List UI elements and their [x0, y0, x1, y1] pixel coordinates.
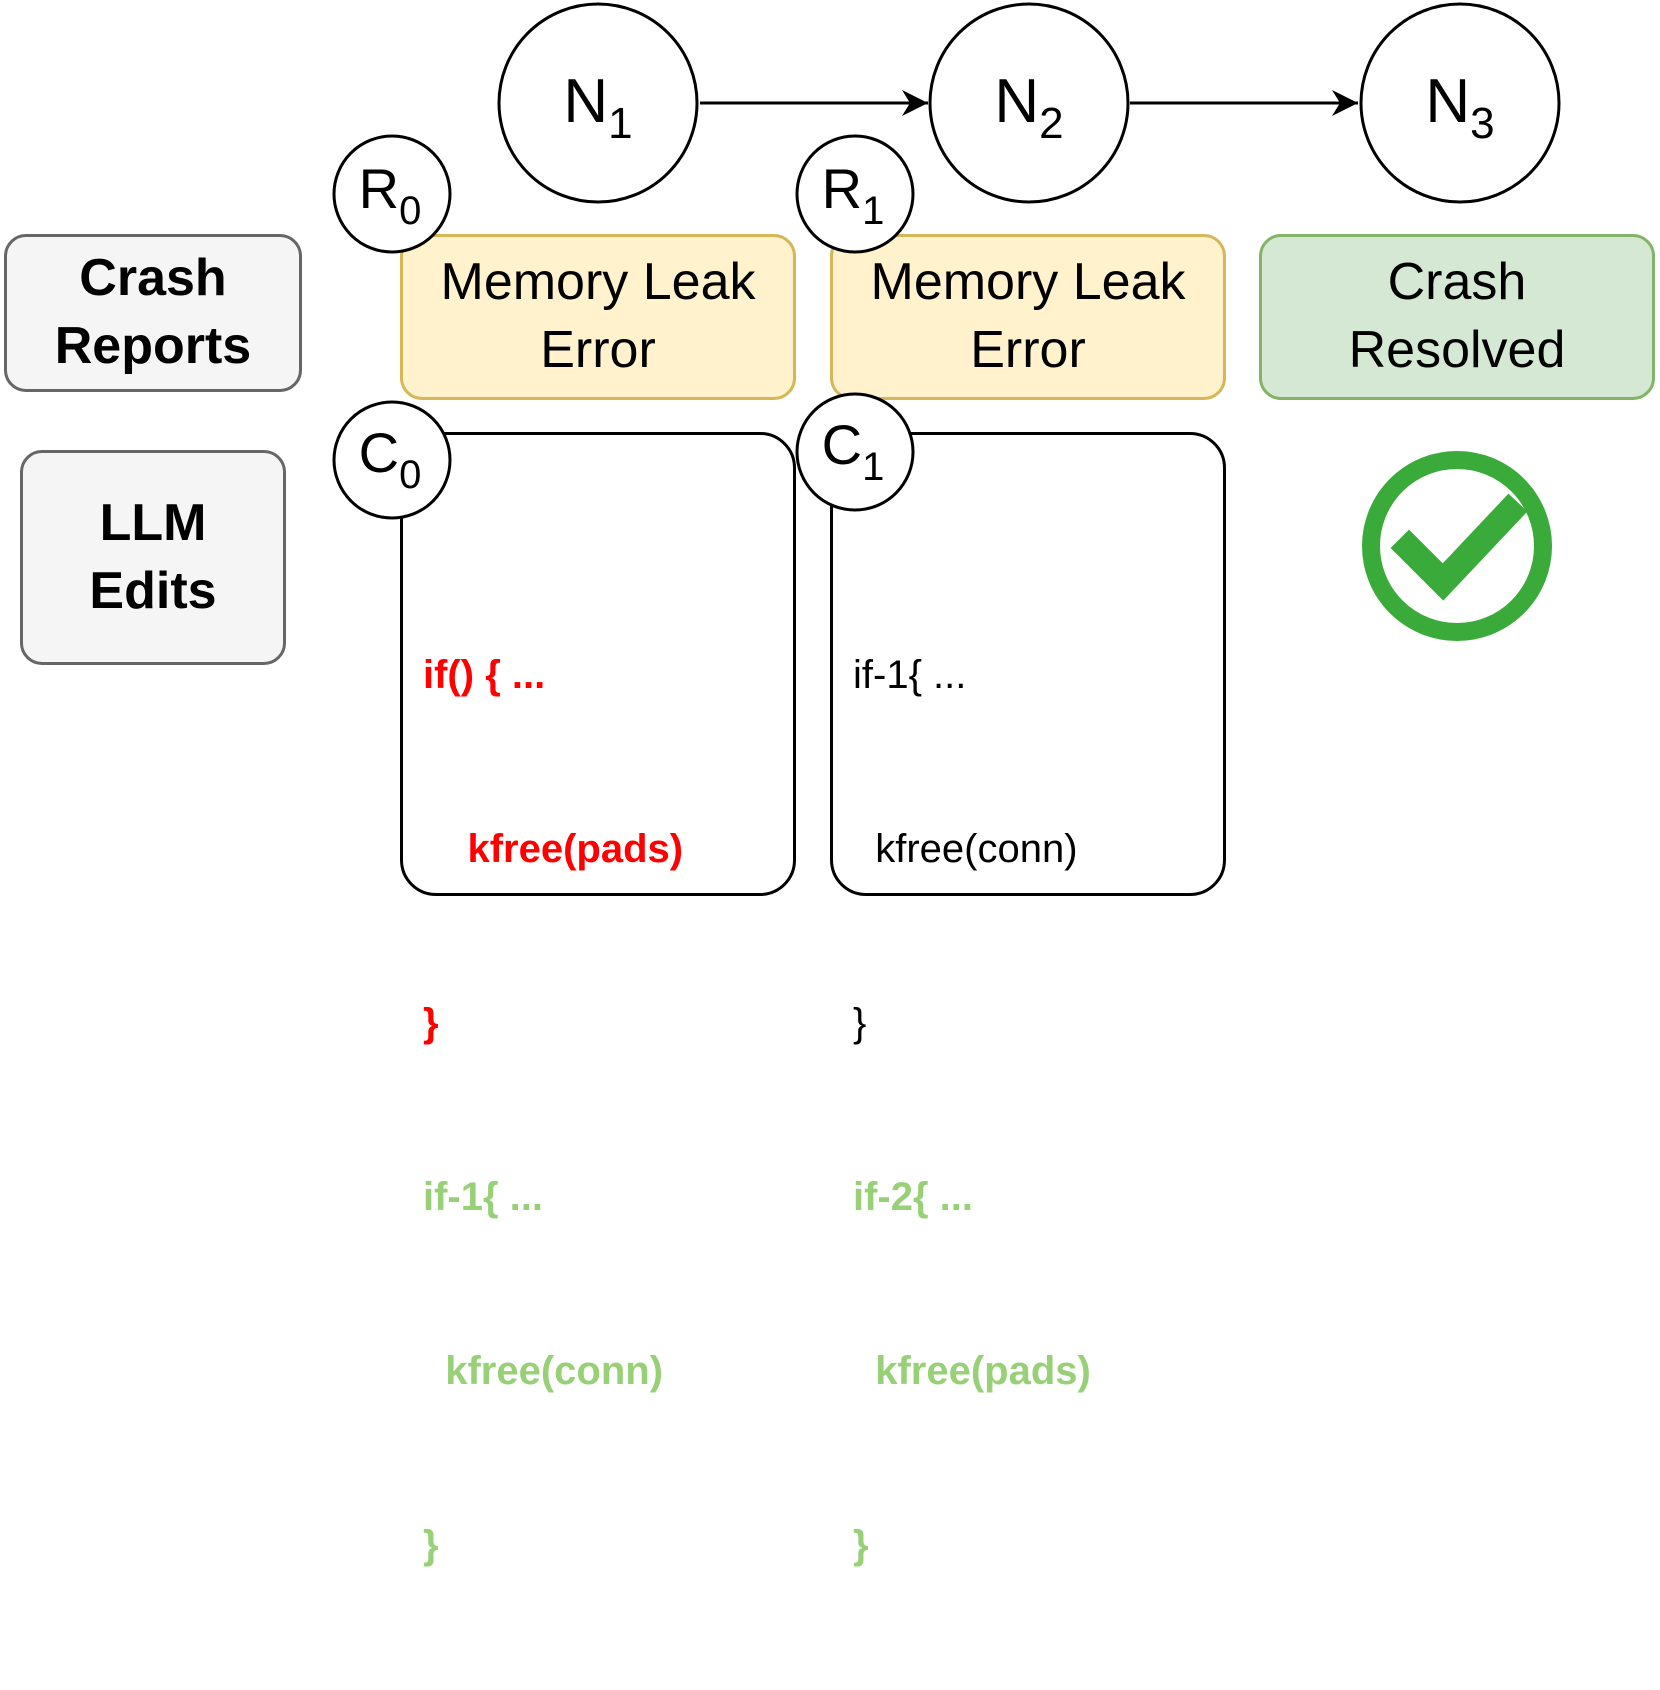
svg-text:R0: R0 — [359, 157, 422, 233]
svg-text:N2: N2 — [994, 67, 1063, 148]
code-edit-0-line: if() { ... — [423, 653, 546, 697]
row-label-crash-reports-line2: Reports — [54, 317, 252, 375]
markers-layer: R0 R1 C0 C1 — [332, 134, 915, 520]
node-n3-sub: 3 — [1470, 99, 1494, 148]
code-edit-1-line: kfree(conn) — [853, 827, 1078, 871]
code-edit-1-line: if-1{ ... — [853, 653, 967, 697]
diagram-canvas: N1 N2 N3 — [497, 2, 1561, 204]
marker-c1-sub: 1 — [862, 445, 884, 489]
code-edit-0-line: if-1{ ... — [423, 1175, 544, 1219]
edge-n2-n3-arrowhead — [1332, 90, 1358, 116]
row-label-llm-edits: LLM Edits — [20, 450, 286, 665]
marker-c0-sub: 0 — [399, 453, 421, 497]
crash-report-resolved-line2: Resolved — [1348, 321, 1566, 379]
crash-report-resolved-line1: Crash — [1387, 253, 1527, 312]
node-n1: N1 — [497, 2, 699, 204]
row-label-crash-reports: Crash Reports — [4, 234, 302, 392]
crash-report-0-line2: Error — [540, 321, 656, 379]
node-n2: N2 — [928, 2, 1130, 204]
row-label-llm-edits-line2: Edits — [89, 561, 217, 620]
marker-r0-letter: R — [359, 157, 399, 220]
code-edit-0-line: kfree(pads) — [423, 827, 684, 871]
marker-r1: R1 — [795, 134, 915, 254]
marker-r1-letter: R — [822, 157, 862, 220]
svg-text:N3: N3 — [1425, 67, 1494, 148]
svg-text:C0: C0 — [359, 421, 422, 497]
code-edit-1-line: } — [853, 1523, 869, 1567]
check-circle-icon — [1362, 451, 1552, 641]
svg-text:C1: C1 — [822, 413, 885, 489]
svg-text:N1: N1 — [563, 67, 632, 148]
code-edit-1-line: } — [853, 1001, 867, 1045]
node-n1-letter: N — [563, 67, 608, 136]
node-n3: N3 — [1359, 2, 1561, 204]
crash-report-1: Memory Leak Error — [830, 234, 1226, 400]
code-edit-0-line: } — [423, 1001, 439, 1045]
code-edit-0-line: } — [423, 1523, 439, 1567]
crash-report-0: Memory Leak Error — [400, 234, 796, 400]
crash-report-1-line2: Error — [970, 321, 1086, 379]
svg-text:R1: R1 — [822, 157, 885, 233]
node-n1-sub: 1 — [608, 99, 632, 148]
code-edit-0-line: kfree(conn) — [423, 1349, 664, 1393]
code-edit-1-line: kfree(pads) — [853, 1349, 1091, 1393]
node-n3-letter: N — [1425, 67, 1470, 136]
edge-n1-n2-arrowhead — [902, 90, 928, 116]
node-n2-sub: 2 — [1039, 99, 1063, 148]
marker-c1-letter: C — [822, 413, 862, 476]
row-label-crash-reports-line1: Crash — [79, 249, 227, 308]
marker-c0: C0 — [332, 400, 452, 520]
code-edit-1-line: if-2{ ... — [853, 1175, 974, 1219]
row-label-llm-edits-line1: LLM — [99, 493, 207, 552]
code-edit-0: if() { ... kfree(pads) } if-1{ ... kfree… — [400, 432, 796, 1567]
node-n2-letter: N — [994, 67, 1039, 136]
marker-c1: C1 — [795, 392, 915, 512]
crash-report-resolved: Crash Resolved — [1259, 234, 1655, 400]
marker-r0-sub: 0 — [399, 189, 421, 233]
crash-report-1-line1: Memory Leak — [870, 253, 1186, 312]
crash-report-0-line1: Memory Leak — [440, 253, 756, 312]
marker-c0-letter: C — [359, 421, 399, 484]
marker-r0: R0 — [332, 134, 452, 254]
marker-r1-sub: 1 — [862, 189, 884, 233]
